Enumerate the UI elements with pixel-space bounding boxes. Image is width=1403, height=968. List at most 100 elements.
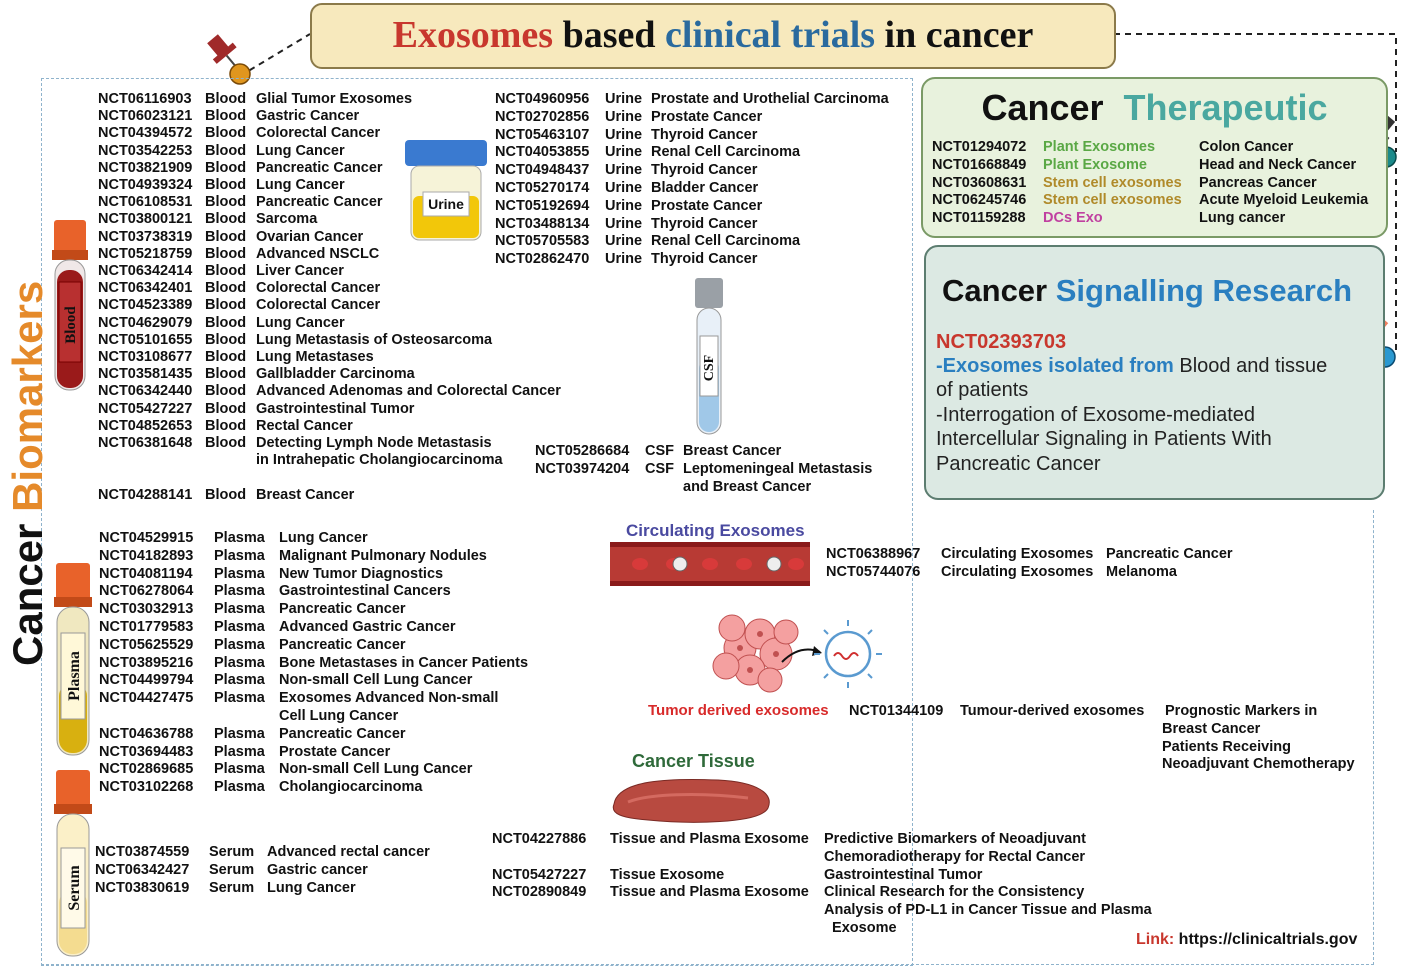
- trial-cell: Urine: [605, 108, 643, 125]
- trial-cell: NCT04852653: [98, 417, 193, 434]
- tissue-desc-line: Clinical Research for the Consistency: [824, 884, 1085, 901]
- trial-cell: NCT03488134: [495, 215, 590, 232]
- trial-cell: NCT03821909: [98, 159, 193, 176]
- trial-cell: Plasma: [214, 530, 265, 546]
- trial-cell: Urine: [605, 126, 643, 143]
- trial-cell: Blood: [205, 366, 247, 383]
- therapeutic-box: Cancer Therapeutic: [921, 77, 1388, 238]
- trial-cell: Urine: [605, 215, 643, 232]
- trial-cell: Bone Metastases in Cancer Patients: [279, 654, 529, 671]
- svg-text:CSF: CSF: [702, 355, 717, 381]
- trial-cell: Plasma: [214, 779, 265, 796]
- trial-cell: NCT04182893: [99, 547, 194, 564]
- trial-cell: Prostate Cancer: [651, 197, 763, 214]
- trial-cell: NCT03800121: [98, 211, 193, 228]
- trial-cell: NCT01779583: [99, 619, 194, 635]
- trial-cell: Plasma: [214, 619, 265, 635]
- trial-cell: Blood: [205, 314, 247, 331]
- trial-cell: NCT05705583: [495, 233, 590, 250]
- tissue-source: Tissue Exosome: [610, 866, 725, 883]
- trial-cell: NCT04529915: [99, 530, 194, 546]
- lower-frame: [41, 510, 1374, 965]
- trial-cell: Renal Cell Carcinoma: [651, 233, 801, 250]
- trial-cell: New Tumor Diagnostics: [279, 565, 444, 582]
- trial-cell: NCT06116903: [98, 91, 192, 107]
- tumor-desc-line: Breast Cancer: [1162, 720, 1261, 737]
- tumor-desc-line: Patients Receiving: [1162, 738, 1291, 755]
- tumor-cell-cluster-icon: [712, 614, 882, 693]
- trial-cell: NCT04523389: [98, 297, 193, 314]
- trial-cell: Bladder Cancer: [651, 180, 759, 196]
- tissue-source: Tissue and Plasma Exosome: [610, 884, 809, 901]
- trial-cell: Urine: [605, 91, 643, 107]
- trial-cell: NCT06342414: [98, 263, 193, 279]
- trial-cell: Plasma: [214, 601, 265, 618]
- trial-cell: CSF: [645, 460, 674, 477]
- tissue-id: NCT05427227: [492, 866, 587, 883]
- title-box: Exosomes based clinical trials in cancer: [310, 3, 1116, 69]
- trial-cell: NCT04288141: [98, 486, 193, 503]
- tissue-desc-line: Predictive Biomarkers of Neoadjuvant: [824, 831, 1086, 847]
- trial-cell: Blood: [205, 177, 247, 193]
- trial-cell: NCT02862470: [495, 251, 590, 268]
- trial-cell: Non-small Cell Lung Cancer: [279, 672, 473, 689]
- trial-cell: Prostate Cancer: [279, 743, 391, 760]
- trial-cell: Gastrointestinal Tumor: [256, 400, 415, 417]
- trial-cell: Plasma: [214, 690, 265, 707]
- serum-tube-icon: Serum: [54, 770, 92, 957]
- signalling-line-2: of patients: [936, 379, 1029, 401]
- trial-cell: Urine: [605, 233, 643, 250]
- trial-cell: NCT04629079: [98, 314, 193, 331]
- trial-cell: NCT03974204: [535, 460, 630, 477]
- trial-cell: Rectal Cancer: [256, 417, 353, 434]
- trial-cell: Breast Cancer: [683, 443, 782, 459]
- trial-cell: Blood: [205, 417, 247, 434]
- trial-cell: NCT05101655: [98, 331, 193, 348]
- trial-cell: NCT04636788: [99, 725, 194, 742]
- plasma-tube-icon: Plasma: [54, 563, 92, 756]
- tumor-label: Tumor derived exosomes: [648, 702, 829, 719]
- trial-cell: Plasma: [214, 547, 265, 564]
- blood-tube-icon: Blood: [52, 220, 88, 391]
- therapeutic-source: Stem cell exosomes: [1043, 174, 1182, 191]
- trial-cell: Advanced NSCLC: [256, 245, 380, 262]
- tissue-desc-line: Gastrointestinal Tumor: [824, 866, 983, 883]
- trial-cell: Blood: [205, 383, 247, 400]
- trial-cell: Detecting Lymph Node Metastasis: [256, 435, 492, 451]
- trial-cell: NCT03830619: [95, 879, 190, 896]
- signalling-line-1: -Exosomes isolated from Blood and tissue: [936, 355, 1328, 377]
- trial-cell: Blood: [205, 125, 247, 142]
- trial-cell: Lung Metastases: [256, 349, 374, 365]
- trial-cell: Urine: [605, 251, 643, 268]
- trial-cell: Cholangiocarcinoma: [279, 779, 423, 796]
- tissue-id: NCT02890849: [492, 884, 587, 901]
- trial-cell: NCT05427227: [98, 400, 193, 417]
- trial-cell: NCT06388967: [826, 546, 921, 562]
- trial-cell: Renal Cell Carcinoma: [651, 144, 801, 161]
- signalling-title: Cancer Signalling Research: [942, 273, 1353, 308]
- trial-cell: Blood: [205, 486, 247, 503]
- tissue-label: Cancer Tissue: [632, 751, 755, 771]
- trial-cell: and Breast Cancer: [683, 478, 812, 495]
- trial-cell: Breast Cancer: [256, 486, 355, 503]
- trial-cell: Blood: [205, 142, 247, 159]
- trial-cell: Blood: [205, 435, 247, 451]
- circulating-label: Circulating Exosomes: [626, 521, 805, 540]
- trial-cell: NCT06342427: [95, 861, 190, 878]
- svg-text:Urine: Urine: [428, 196, 464, 212]
- trial-cell: Non-small Cell Lung Cancer: [279, 761, 473, 778]
- trial-cell: Plasma: [214, 743, 265, 760]
- trial-cell: NCT05286684: [535, 443, 630, 459]
- trial-cell: Prostate and Urothelial Carcinoma: [651, 91, 889, 107]
- trial-cell: Gastrointestinal Cancers: [279, 583, 451, 600]
- source-link[interactable]: Link: https://clinicaltrials.gov: [1136, 931, 1358, 948]
- trial-cell: NCT03032913: [99, 601, 194, 618]
- trial-cell: Lung Metastasis of Osteosarcoma: [256, 331, 493, 348]
- trial-cell: Plasma: [214, 761, 265, 778]
- therapeutic-id: NCT03608631: [932, 174, 1027, 191]
- trial-cell: Blood: [205, 211, 247, 228]
- tissue-source: Tissue and Plasma Exosome: [610, 831, 809, 847]
- urine-cup-icon: Urine: [405, 140, 487, 241]
- trial-cell: NCT04394572: [98, 125, 193, 142]
- trial-cell: NCT03738319: [98, 228, 193, 245]
